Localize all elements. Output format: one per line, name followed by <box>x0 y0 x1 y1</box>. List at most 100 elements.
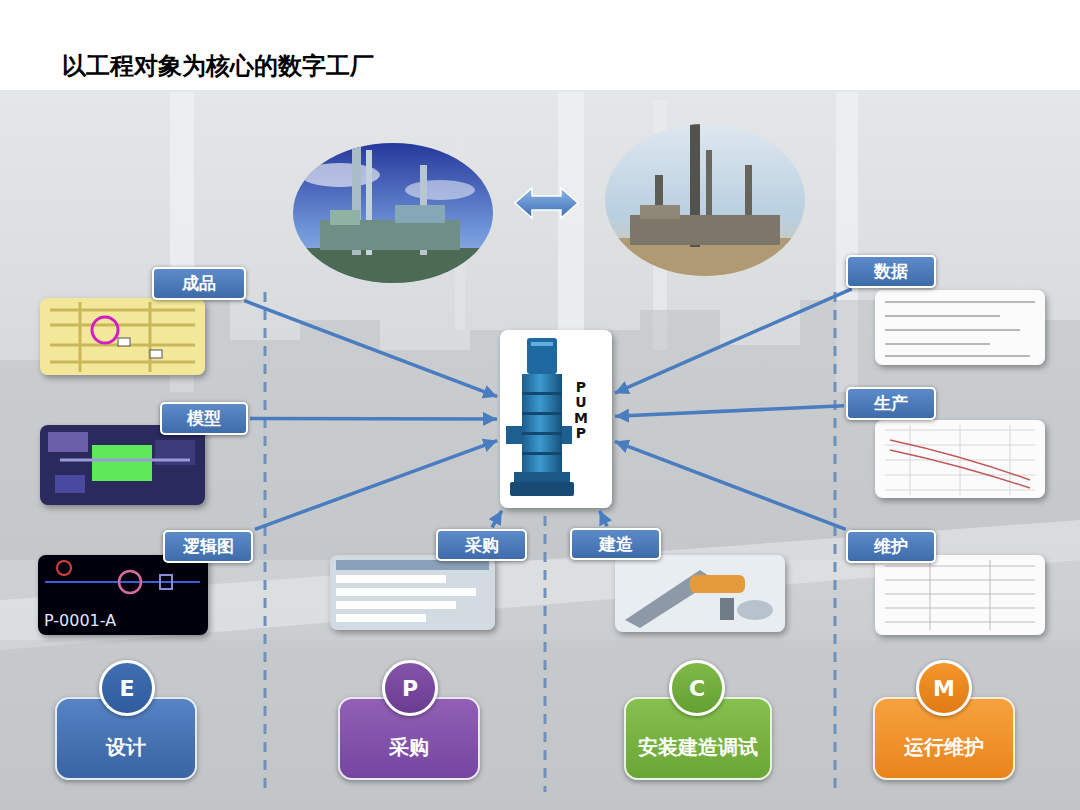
construction-thumbnail <box>720 598 734 620</box>
model-thumbnail <box>40 425 205 505</box>
cad-thumbnail <box>40 298 205 375</box>
procurement-thumbnail <box>336 575 446 583</box>
pump-illustration <box>500 330 612 508</box>
node-text: 逻辑图 <box>183 535 234 558</box>
tag-box: 数据 <box>846 255 936 288</box>
procurement-thumbnail <box>336 614 426 622</box>
model-thumbnail <box>40 425 205 505</box>
plant-photo <box>290 130 500 290</box>
connector-arrow <box>615 441 846 529</box>
connector-arrow <box>492 511 502 528</box>
pump-illustration <box>522 392 562 395</box>
construction-thumbnail <box>690 575 745 593</box>
model-thumbnail <box>60 459 190 462</box>
document-thumbnail <box>875 290 1045 365</box>
document-thumbnail <box>875 290 1045 635</box>
phase-circle: C <box>669 660 725 716</box>
phase-divider <box>544 516 547 792</box>
tag-number: P-0001-A <box>44 611 116 630</box>
logic-thumbnail <box>160 575 172 589</box>
tag-box: 采购 <box>436 529 527 561</box>
document-thumbnail <box>875 420 1045 498</box>
node-text: 采购 <box>389 734 429 761</box>
model-thumbnail <box>48 432 88 452</box>
pump-illustration <box>522 374 562 472</box>
procurement-thumbnail <box>336 601 456 609</box>
logic-thumbnail <box>57 561 71 575</box>
connector-arrow <box>615 289 852 393</box>
cad-thumbnail <box>40 298 205 375</box>
phase-circle: E <box>99 660 155 716</box>
plant-photo <box>330 210 360 225</box>
node-text: 模型 <box>187 407 221 430</box>
connector-arrow <box>615 406 844 417</box>
background-photo <box>0 520 1080 650</box>
node-text: M <box>933 676 955 701</box>
tag-box: 模型 <box>160 402 248 435</box>
node-text: P <box>402 676 418 701</box>
construction-thumbnail <box>615 555 785 632</box>
connector-arrow <box>255 441 497 530</box>
tag-box: 逻辑图 <box>163 530 253 563</box>
phase-circle: M <box>916 660 972 716</box>
page-title: 以工程对象为核心的数字工厂 <box>62 50 374 82</box>
node-text: 设计 <box>106 734 146 761</box>
document-thumbnail <box>875 555 1045 635</box>
logic-thumbnail <box>38 555 208 635</box>
connector-arrow <box>600 511 607 526</box>
model-thumbnail <box>92 445 152 481</box>
pump-illustration <box>522 432 562 435</box>
cad-thumbnail <box>150 350 162 358</box>
background-photo <box>0 90 1080 810</box>
plant-photo <box>405 180 475 200</box>
procurement-thumbnail <box>336 560 489 570</box>
document-thumbnail <box>885 302 1035 356</box>
pump-illustration <box>522 412 562 415</box>
pump-illustration <box>506 426 522 444</box>
background-photo <box>0 640 1080 810</box>
logic-thumbnail <box>119 571 141 593</box>
tag-box: 成品 <box>152 267 246 300</box>
double-arrow <box>515 188 578 218</box>
connector-arrow <box>244 301 497 397</box>
plant-photo <box>600 120 810 280</box>
pump-illustration <box>527 338 557 374</box>
pump-illustration <box>522 452 562 455</box>
plant-photo <box>395 205 445 223</box>
plant-photo <box>630 215 780 245</box>
model-thumbnail <box>55 475 85 493</box>
node-text: 维护 <box>874 535 908 558</box>
plant-photo <box>600 120 810 280</box>
tag-box: 建造 <box>570 528 661 560</box>
node-text: 建造 <box>599 533 633 556</box>
pump-illustration <box>531 342 553 346</box>
procurement-thumbnail <box>330 555 495 630</box>
pump-illustration <box>562 426 572 444</box>
double-arrow <box>515 188 578 218</box>
cad-thumbnail <box>92 317 118 343</box>
document-thumbnail <box>890 440 1030 488</box>
logic-thumbnail <box>45 581 200 583</box>
plant-photo <box>290 248 500 288</box>
node-text: 采购 <box>465 534 499 557</box>
document-thumbnail <box>885 560 1035 630</box>
plant-photo <box>290 140 500 290</box>
node-text: 数据 <box>874 260 908 283</box>
document-thumbnail <box>885 425 1035 495</box>
cad-thumbnail <box>50 302 195 372</box>
connector-arrow <box>250 417 497 421</box>
equipment-box: PUMP <box>500 330 612 508</box>
node-text: C <box>689 676 705 701</box>
procurement-thumbnail <box>330 555 495 630</box>
node-text: E <box>119 676 134 701</box>
node-text: 成品 <box>182 272 216 295</box>
phase-circle: P <box>382 660 438 716</box>
construction-thumbnail <box>615 555 785 632</box>
plant-photo <box>640 205 680 219</box>
cad-thumbnail <box>118 338 130 346</box>
logic-thumbnail <box>38 555 208 635</box>
pump-illustration <box>510 482 574 496</box>
construction-thumbnail <box>737 600 773 620</box>
